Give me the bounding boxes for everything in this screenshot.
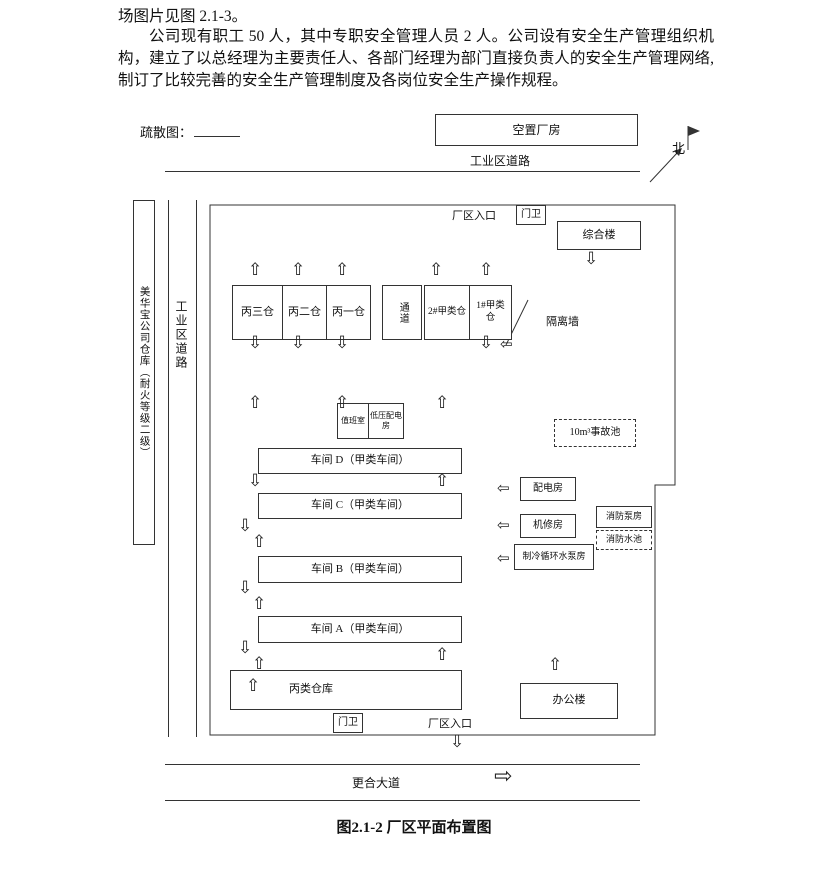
left-arrow-icon: ⇦ bbox=[497, 516, 510, 534]
down-arrow-icon: ⇩ bbox=[291, 333, 306, 353]
evacuation-diagram-label: 疏散图： bbox=[140, 122, 241, 141]
down-arrow-icon: ⇩ bbox=[248, 471, 263, 491]
evacuation-label-text: 疏散图： bbox=[140, 125, 193, 140]
right-arrow-icon: ⇨ bbox=[494, 764, 513, 789]
down-arrow-icon: ⇩ bbox=[479, 333, 494, 353]
workshop-b-box: 车间 B（甲类车间） bbox=[258, 556, 462, 583]
warehouse-a2-box: 2#甲类仓 bbox=[424, 285, 470, 340]
up-arrow-icon: ⇧ bbox=[252, 532, 267, 552]
neighbor-warehouse-box: 美华宝公司仓库（耐火等级二级） bbox=[133, 200, 155, 545]
bottom-road-line-upper bbox=[165, 764, 640, 765]
workshop-d-box: 车间 D（甲类车间） bbox=[258, 448, 462, 474]
up-arrow-icon: ⇧ bbox=[252, 594, 267, 614]
up-arrow-icon: ⇧ bbox=[435, 471, 450, 491]
lv-power-room-box: 低压配电房 bbox=[368, 403, 404, 439]
down-arrow-icon: ⇩ bbox=[584, 249, 599, 269]
evacuation-underline bbox=[194, 124, 241, 137]
complex-building-box: 综合楼 bbox=[557, 221, 641, 250]
fire-pump-room-box: 消防泵房 bbox=[596, 506, 652, 528]
down-arrow-icon: ⇩ bbox=[248, 333, 263, 353]
bottom-road-line-lower bbox=[165, 800, 640, 801]
doc-paragraph: 公司现有职工 50 人，其中专职安全管理人员 2 人。公司设有安全生产管理组织机… bbox=[118, 28, 714, 89]
isolation-wall-label: 隔离墙 bbox=[546, 313, 579, 329]
bottom-road-label: 更合大道 bbox=[352, 776, 401, 790]
entrance-top-label: 厂区入口 bbox=[452, 207, 496, 223]
empty-plant-box: 空置厂房 bbox=[435, 114, 638, 146]
industrial-road-top-label: 工业区道路 bbox=[440, 152, 560, 169]
up-arrow-icon: ⇧ bbox=[248, 260, 263, 280]
left-road-line-inner bbox=[196, 200, 197, 737]
industrial-road-left-label: 工业区道路 bbox=[173, 300, 190, 370]
up-arrow-icon: ⇧ bbox=[429, 260, 444, 280]
up-arrow-icon: ⇧ bbox=[435, 645, 450, 665]
repair-room-box: 机修房 bbox=[520, 514, 576, 538]
workshop-a-box: 车间 A（甲类车间） bbox=[258, 616, 462, 643]
down-arrow-icon: ⇩ bbox=[238, 638, 253, 658]
down-arrow-icon: ⇩ bbox=[238, 516, 253, 536]
up-arrow-icon: ⇧ bbox=[335, 393, 350, 413]
warehouse-c1-box: 丙一仓 bbox=[326, 285, 371, 340]
workshop-c-box: 车间 C（甲类车间） bbox=[258, 493, 462, 519]
up-arrow-icon: ⇧ bbox=[246, 676, 261, 696]
industrial-road-top-line bbox=[165, 171, 640, 172]
up-arrow-icon: ⇧ bbox=[335, 260, 350, 280]
up-arrow-icon: ⇧ bbox=[479, 260, 494, 280]
down-arrow-icon: ⇩ bbox=[238, 578, 253, 598]
power-room-box: 配电房 bbox=[520, 477, 576, 501]
up-arrow-icon: ⇧ bbox=[291, 260, 306, 280]
warehouse-class-c-box: 丙类仓库 bbox=[230, 670, 462, 710]
warehouse-c2-box: 丙二仓 bbox=[282, 285, 327, 340]
accident-pool-box: 10m³事故池 bbox=[554, 419, 636, 447]
up-arrow-icon: ⇧ bbox=[248, 393, 263, 413]
left-road-line-outer bbox=[168, 200, 169, 737]
passage-box: 通道 bbox=[382, 285, 422, 340]
down-arrow-icon: ⇩ bbox=[450, 732, 465, 752]
duty-room-box: 值班室 bbox=[337, 403, 369, 439]
cooling-pump-room-box: 制冷循环水泵房 bbox=[514, 544, 594, 570]
left-arrow-icon: ⇦ bbox=[497, 549, 510, 567]
warehouse-c3-box: 丙三仓 bbox=[232, 285, 283, 340]
north-label: 北 bbox=[672, 141, 686, 156]
left-arrow-icon: ⇦ bbox=[497, 479, 510, 497]
warehouse-a1-box: 1#甲类仓 bbox=[469, 285, 512, 340]
figure-caption: 图2.1-2 厂区平面布置图 bbox=[336, 820, 492, 836]
down-arrow-icon: ⇩ bbox=[335, 333, 350, 353]
gatehouse-top-box: 门卫 bbox=[516, 205, 546, 225]
compass-flag-icon bbox=[688, 126, 700, 136]
entrance-bottom-label: 厂区入口 bbox=[428, 715, 472, 731]
fire-pool-box: 消防水池 bbox=[596, 530, 652, 550]
up-arrow-icon: ⇧ bbox=[435, 393, 450, 413]
office-building-box: 办公楼 bbox=[520, 683, 618, 719]
left-arrow-icon: ⇦ bbox=[500, 335, 513, 353]
gatehouse-bottom-box: 门卫 bbox=[333, 713, 363, 733]
up-arrow-icon: ⇧ bbox=[252, 654, 267, 674]
doc-text-line: 场图片见图 2.1-3。 bbox=[118, 8, 248, 25]
up-arrow-icon: ⇧ bbox=[548, 655, 563, 675]
